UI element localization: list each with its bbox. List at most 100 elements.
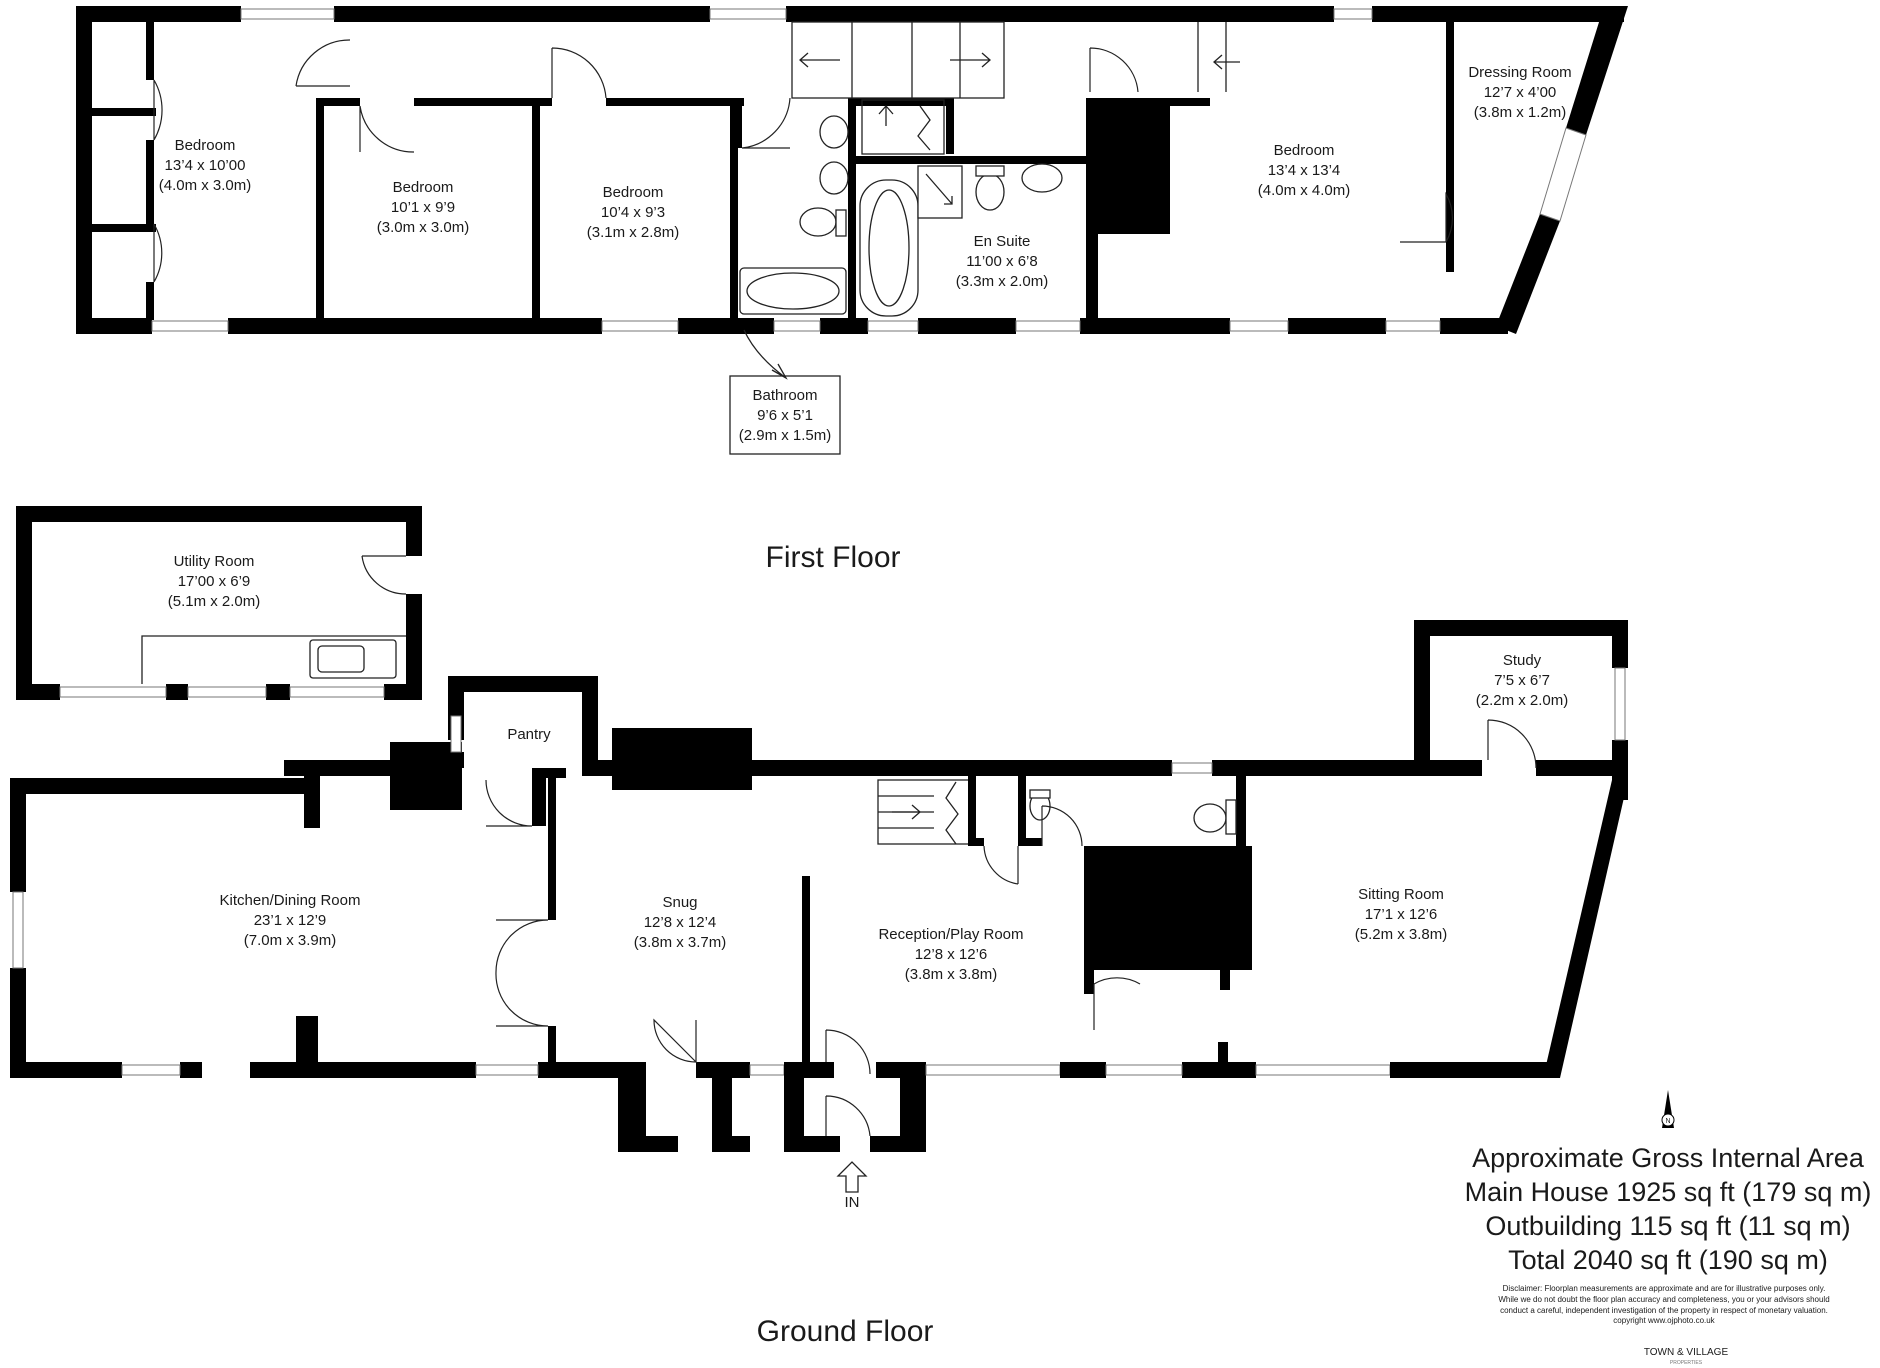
- wall: [448, 752, 464, 768]
- window: [749, 1064, 785, 1076]
- staircase: [791, 21, 1240, 155]
- shower-icon: [925, 173, 953, 205]
- room-label-pantry: Pantry: [507, 726, 551, 743]
- disclaimer-line: conduct a careful, independent investiga…: [1500, 1306, 1828, 1315]
- window: [1255, 1064, 1391, 1076]
- wall: [316, 98, 324, 320]
- window: [1171, 762, 1213, 774]
- toilet-cistern: [975, 165, 1005, 177]
- room-dimensions-metric: (2.9m x 1.5m): [739, 427, 832, 444]
- room-name: Bedroom: [603, 184, 664, 201]
- door-swing: [495, 919, 549, 1027]
- wall: [10, 778, 316, 794]
- door-swing: [825, 1029, 871, 1075]
- window: [1385, 320, 1441, 332]
- room-labels: Bedroom 13’4 x 10’00 (4.0m x 3.0m) Bedro…: [159, 64, 1572, 983]
- brand-sub: PROPERTIES: [1670, 1360, 1703, 1366]
- window: [925, 1064, 1061, 1076]
- window: [709, 8, 787, 20]
- room-name: Bathroom: [752, 387, 817, 404]
- wall: [712, 1062, 732, 1152]
- wall: [730, 98, 738, 320]
- room-label-study: Study 7’5 x 6’7 (2.2m x 2.0m): [1476, 652, 1569, 709]
- window: [601, 320, 679, 332]
- wall: [1212, 760, 1430, 776]
- wall: [414, 98, 540, 106]
- wall: [1060, 1062, 1106, 1078]
- wall: [1084, 846, 1252, 970]
- window: [867, 320, 919, 332]
- window: [59, 686, 167, 698]
- room-name: Bedroom: [393, 179, 454, 196]
- wall: [606, 98, 744, 106]
- window: [1229, 320, 1289, 332]
- door-swing: [1089, 47, 1139, 93]
- wall: [180, 1062, 202, 1078]
- wall: [1372, 6, 1624, 22]
- room-label-en-suite: En Suite 11’00 x 6’8 (3.3m x 2.0m): [956, 233, 1049, 290]
- sink-basin: [317, 645, 365, 673]
- wall: [786, 6, 1334, 22]
- room-dimensions-imperial: 17’1 x 12’6: [1365, 906, 1438, 923]
- area-outbuilding: Outbuilding 115 sq ft (11 sq m): [1485, 1211, 1850, 1241]
- room-name: Dressing Room: [1468, 64, 1571, 81]
- wall: [1086, 98, 1170, 234]
- toilet-cistern: [835, 209, 847, 237]
- ground-floor-plan: [10, 620, 1628, 1193]
- window: [289, 686, 385, 698]
- room-dimensions-metric: (3.0m x 3.0m): [377, 219, 470, 236]
- bathtub-basin: [868, 189, 910, 307]
- wall: [512, 318, 602, 334]
- wall: [720, 1136, 750, 1152]
- room-label-bedroom-1: Bedroom 13’4 x 10’00 (4.0m x 3.0m): [159, 137, 252, 194]
- wall: [16, 506, 422, 522]
- room-name: Snug: [662, 894, 697, 911]
- room-dimensions-metric: (3.8m x 3.7m): [634, 934, 727, 951]
- wall: [76, 6, 241, 22]
- door-swing: [741, 97, 791, 149]
- window: [151, 320, 229, 332]
- wall: [1544, 780, 1628, 1078]
- wall: [10, 968, 26, 1076]
- wall: [532, 768, 546, 826]
- room-label-reception-play: Reception/Play Room 12’8 x 12’6 (3.8m x …: [878, 926, 1023, 983]
- window: [187, 686, 267, 698]
- wall: [538, 1062, 618, 1078]
- room-dimensions-imperial: 7’5 x 6’7: [1494, 672, 1550, 689]
- room-name: Kitchen/Dining Room: [220, 892, 361, 909]
- wall: [1414, 620, 1628, 636]
- door-swing: [1487, 719, 1537, 769]
- wall: [856, 98, 954, 106]
- wall: [1084, 846, 1094, 994]
- wall: [384, 684, 422, 700]
- room-name: Bedroom: [1274, 142, 1335, 159]
- room-dimensions-imperial: 12’8 x 12’6: [915, 946, 988, 963]
- room-dimensions-metric: (4.0m x 4.0m): [1258, 182, 1351, 199]
- wall: [918, 318, 1016, 334]
- floor-title-ground: Ground Floor: [757, 1315, 934, 1348]
- room-name: Study: [1503, 652, 1542, 669]
- room-dimensions-imperial: 10’4 x 9’3: [601, 204, 665, 221]
- room-name: Bedroom: [175, 137, 236, 154]
- wall: [618, 1136, 678, 1152]
- door-swing: [1093, 977, 1141, 1030]
- room-dimensions-metric: (7.0m x 3.9m): [244, 932, 337, 949]
- wall: [10, 1062, 122, 1078]
- toilet-cistern: [1029, 789, 1051, 799]
- room-dimensions-imperial: 10’1 x 9’9: [391, 199, 455, 216]
- wall: [10, 778, 26, 892]
- entrance-label: IN: [845, 1194, 860, 1211]
- wall: [1496, 214, 1560, 334]
- wall: [1566, 6, 1628, 135]
- wall: [856, 156, 1086, 164]
- first-floor-plan: [76, 6, 1628, 380]
- compass-icon: N: [1661, 1090, 1675, 1128]
- wall: [1446, 22, 1454, 272]
- stair-arrow-icon: [950, 52, 991, 68]
- wall: [1080, 318, 1230, 334]
- wall: [532, 98, 540, 320]
- wall: [92, 224, 156, 232]
- wall: [946, 98, 954, 154]
- wall: [1288, 318, 1386, 334]
